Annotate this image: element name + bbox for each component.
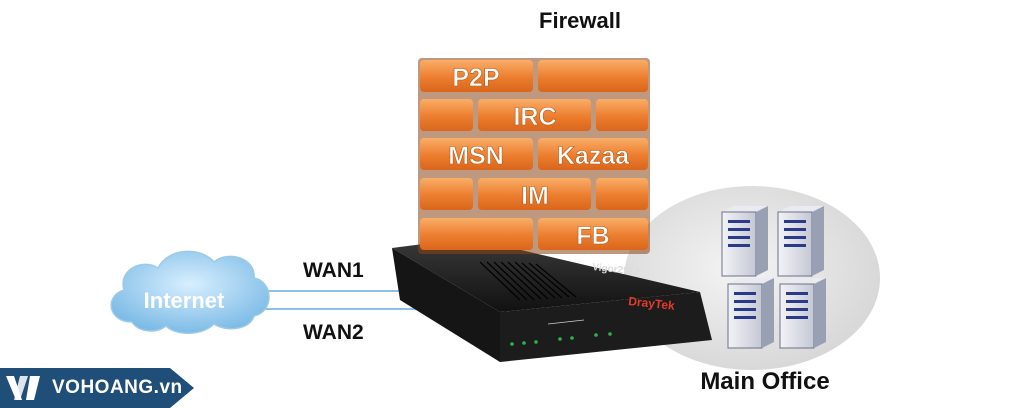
- wan1-label: WAN1: [303, 259, 364, 282]
- brick-label-p2p: P2P: [452, 64, 499, 92]
- brick-label-irc: IRC: [513, 103, 556, 131]
- brick-kazaa: [538, 138, 648, 170]
- brand-logo-icon: [6, 376, 40, 400]
- wan-links: [262, 290, 420, 310]
- server-icon-group: [721, 206, 826, 349]
- server-icon: [779, 278, 826, 349]
- firewall-title: Firewall: [539, 8, 621, 33]
- internet-label: Internet: [143, 288, 225, 313]
- brick-msn: [420, 138, 533, 170]
- brick-im: [478, 178, 591, 210]
- wan2-label: WAN2: [303, 321, 364, 344]
- brick-label-msn: MSN: [448, 142, 504, 170]
- brick-label-fb: FB: [576, 222, 609, 250]
- brick: [420, 99, 473, 131]
- internet-cloud-icon: [110, 250, 270, 334]
- brick: [596, 178, 648, 210]
- brick-p2p: [420, 60, 533, 92]
- brick: [596, 99, 648, 131]
- firewall-wall: P2P IRC MSN Kazaa IM FB: [418, 58, 650, 254]
- main-office-label: Main Office: [700, 368, 830, 395]
- server-icon: [721, 206, 768, 277]
- watermark-banner: [0, 368, 194, 408]
- server-icon: [727, 278, 774, 349]
- router-brand-label: DrayTek: [628, 294, 676, 313]
- brick: [538, 60, 648, 92]
- brick-irc: [478, 99, 591, 131]
- router-icon: Vigor2912 DrayTek: [392, 238, 712, 362]
- brick-label-im: IM: [521, 182, 549, 210]
- watermark: VOHOANG.vn: [0, 368, 194, 408]
- router-model-label: Vigor2912: [592, 262, 641, 278]
- brick: [420, 178, 473, 210]
- server-icon: [777, 206, 824, 277]
- brick-label-kazaa: Kazaa: [557, 142, 630, 170]
- brick: [420, 218, 533, 250]
- brick-fb: [538, 218, 648, 250]
- watermark-text: VOHOANG.vn: [52, 377, 183, 398]
